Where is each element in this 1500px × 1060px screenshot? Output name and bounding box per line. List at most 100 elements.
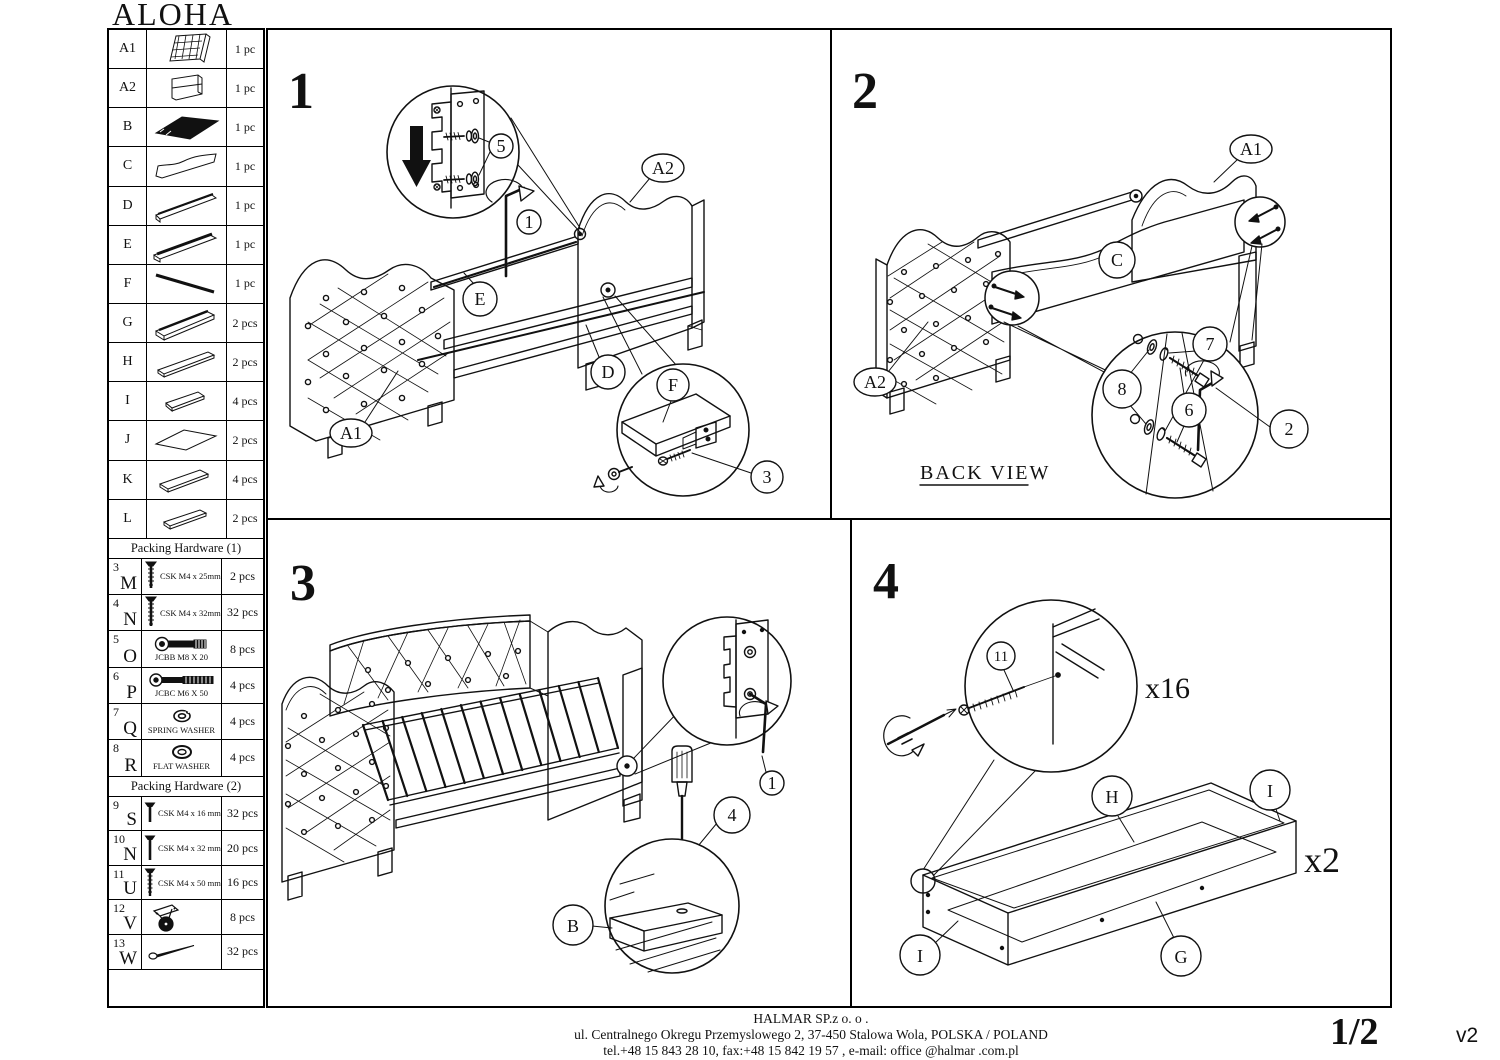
allen-key-icon	[1184, 360, 1224, 452]
callout-4: 4	[688, 796, 751, 858]
bolt-detail-right	[1234, 196, 1286, 248]
hardware-desc: CSK M4 x 16 mm	[158, 808, 221, 819]
right-arm-panel	[529, 620, 643, 823]
footer: HALMAR SP.z o. o . ul. Centralnego Okreg…	[266, 1011, 1356, 1059]
part-id: E	[109, 225, 147, 264]
hardware-desc: SPRING WASHER	[147, 725, 216, 736]
hardware-desc: JCBB M8 X 20	[154, 652, 209, 663]
footboard-a2-front	[875, 229, 1011, 415]
allen-key-icon	[738, 692, 779, 754]
svg-text:I: I	[917, 946, 923, 966]
hardware1-header: Packing Hardware (1)	[109, 539, 263, 559]
svg-text:F: F	[668, 375, 678, 395]
step-4-panel: 4 1	[852, 520, 1390, 1006]
slats-platform	[361, 676, 621, 829]
label-d: D	[585, 324, 626, 390]
screw-icon	[657, 449, 691, 466]
hardware-qty: 32 pcs	[227, 605, 258, 620]
callout-8: 8	[1102, 349, 1150, 425]
hardware-qty: 4 pcs	[230, 677, 255, 692]
screwdriver-icon	[671, 745, 693, 842]
step-number: 2	[852, 63, 878, 120]
hardware-qty: 32 pcs	[227, 805, 258, 820]
step-1-drawing: 1	[288, 63, 784, 497]
part-icon-b	[147, 108, 227, 147]
hardware-icon-spring-washer: SPRING WASHER	[142, 704, 222, 740]
hardware-icon-bolt: JCBB M8 X 20	[142, 631, 222, 667]
part-id: H	[109, 343, 147, 382]
hardware-icon-screw: CSK M4 x 32mm	[142, 595, 222, 631]
hardware-icon-bolt: JCBC M6 X 50	[142, 667, 222, 704]
hardware-qty: 8 pcs	[230, 641, 255, 656]
label-f: F	[656, 368, 690, 423]
screw-icon	[958, 675, 1056, 716]
table-row: E 1 pc	[109, 225, 263, 265]
step-2-panel: 2	[832, 30, 1390, 518]
svg-text:E: E	[475, 289, 486, 309]
page-number: 1/2	[1330, 1011, 1379, 1053]
panel-divider-vertical-top	[830, 30, 832, 518]
panel-divider-vertical-bottom	[850, 520, 852, 1006]
part-icon-g	[147, 303, 227, 343]
part-id: A2	[109, 69, 147, 108]
part-qty: 4 pcs	[232, 472, 258, 487]
leader-lines	[633, 709, 719, 775]
callout-3: 3	[691, 452, 784, 494]
hardware-icon-screw: CSK M4 x 32 mm	[142, 831, 222, 865]
part-qty: 1 pc	[234, 237, 256, 252]
hardware-icon-screw: CSK M4 x 25mm	[142, 558, 222, 595]
left-arm-panel	[281, 676, 395, 901]
hardware-qty: 32 pcs	[227, 944, 258, 959]
svg-text:1: 1	[525, 212, 534, 232]
label-a2: A2	[853, 321, 929, 397]
callout-2: 2	[1215, 387, 1309, 449]
label-g: G	[1155, 901, 1202, 977]
part-qty: 1 pc	[234, 276, 256, 291]
bolt-rotate-icon	[593, 466, 633, 493]
svg-text:1: 1	[768, 773, 777, 793]
hardware2-header: Packing Hardware (2)	[109, 777, 263, 797]
svg-text:G: G	[1175, 947, 1188, 967]
part-icon-a1	[147, 30, 227, 69]
hardware-desc: JCBC M6 X 50	[154, 688, 209, 699]
panel-divider-horizontal	[268, 518, 1390, 520]
back-view-note: BACK VIEW	[919, 462, 1048, 486]
svg-text:C: C	[1111, 250, 1123, 270]
step-4-drawing: 4 1	[873, 553, 1340, 977]
svg-text:I: I	[1267, 781, 1273, 801]
footer-address: ul. Centralnego Okregu Przemyslowego 2, …	[574, 1027, 1048, 1042]
bolt-with-spring	[443, 128, 480, 144]
part-icon-k	[147, 460, 227, 499]
bolt-with-spring	[443, 171, 480, 187]
headboard-a1-back	[1131, 175, 1257, 369]
headboard-a1	[289, 259, 455, 459]
step-number: 4	[873, 553, 899, 610]
part-id: D	[109, 186, 147, 225]
svg-text:A1: A1	[340, 423, 362, 443]
svg-text:4: 4	[728, 805, 737, 825]
svg-text:D: D	[602, 362, 615, 382]
footer-company: HALMAR SP.z o. o .	[753, 1011, 869, 1026]
hardware-icon-nail	[142, 934, 222, 969]
part-qty: 1 pc	[234, 158, 256, 173]
label-b: B	[552, 904, 613, 946]
callout-7: 7	[1164, 326, 1228, 432]
part-id: K	[109, 460, 147, 499]
